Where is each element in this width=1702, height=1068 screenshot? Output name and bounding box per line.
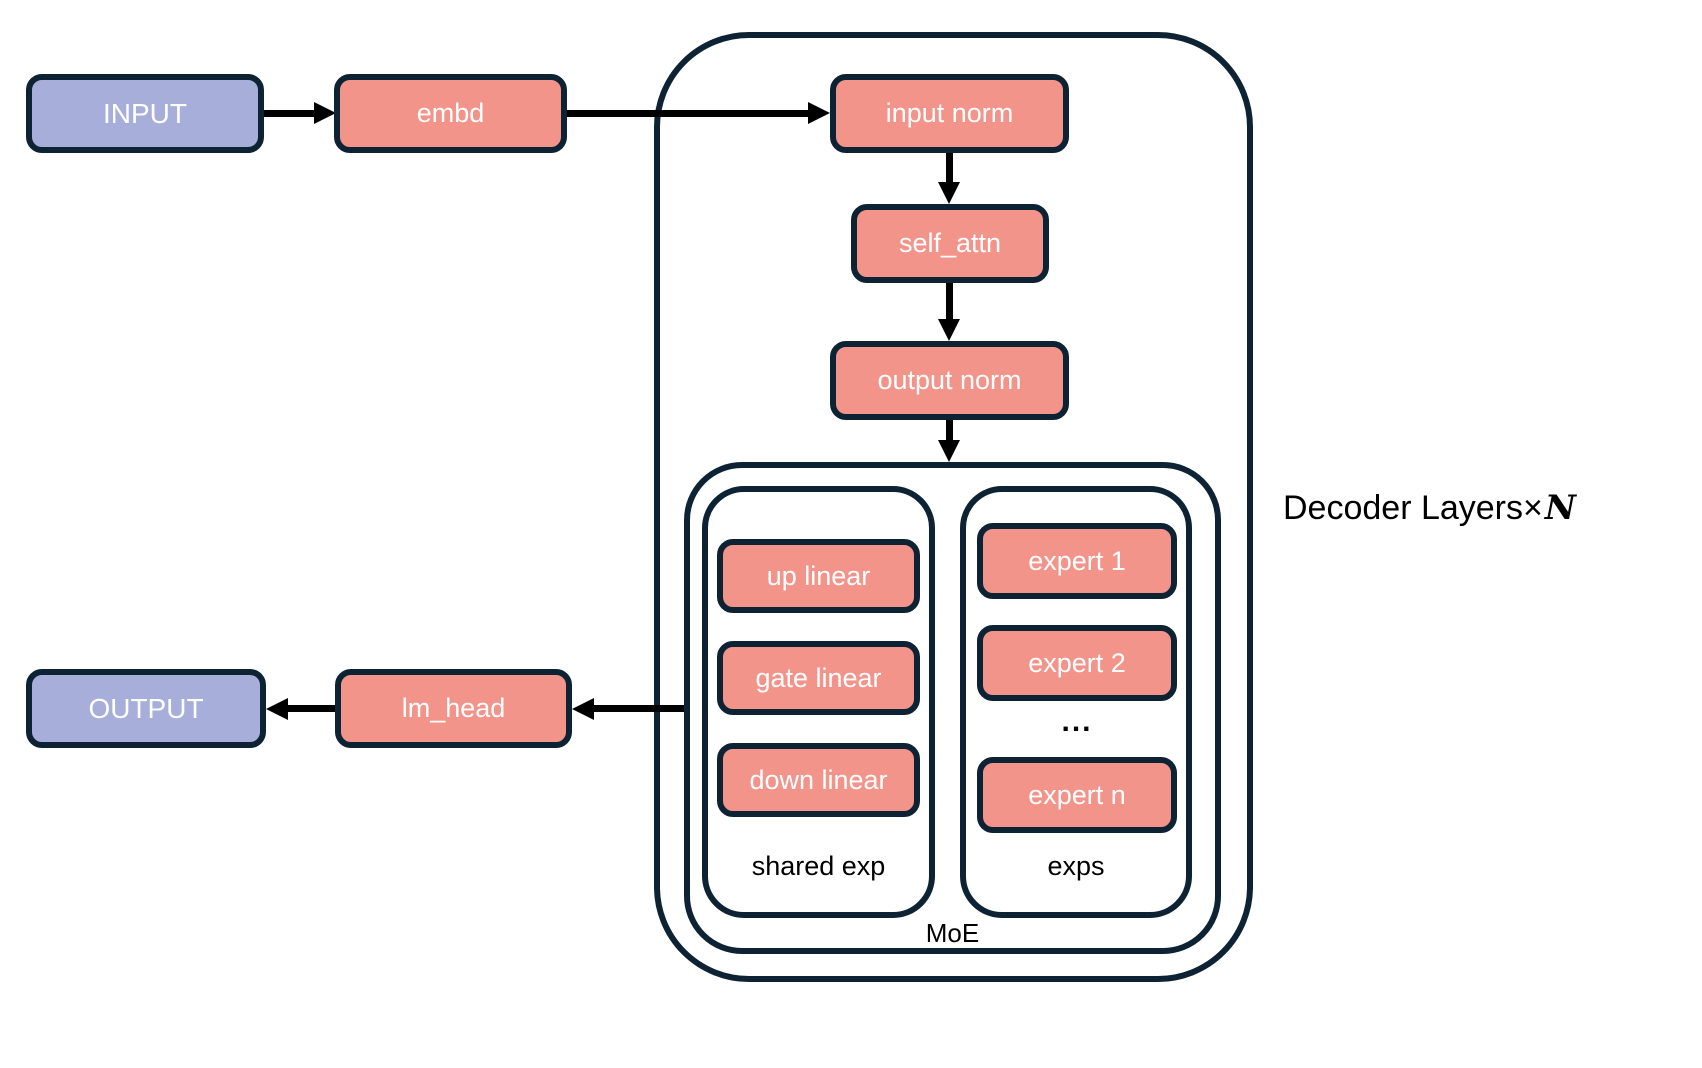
arrow-output-norm-to-moe-head [938, 440, 960, 462]
node-input-norm: input norm [830, 74, 1069, 153]
arrow-lm-head-to-output-head [266, 698, 288, 720]
node-input: INPUT [26, 74, 264, 153]
shared-exp-container [702, 486, 935, 918]
node-expert-2: expert 2 [977, 625, 1177, 701]
node-embd: embd [334, 74, 567, 153]
experts-ellipsis: ... [1061, 705, 1093, 738]
label-shared-exp: shared exp [751, 851, 886, 881]
node-output: OUTPUT [26, 669, 266, 748]
label-moe: MoE [925, 918, 980, 948]
decoder-layers-container [654, 32, 1253, 982]
node-expert-1: expert 1 [977, 523, 1177, 599]
label-decoder-layers-n: N [1544, 488, 1576, 528]
arrow-input-norm-to-self-attn-head [938, 182, 960, 204]
node-self-attn: self_attn [851, 204, 1049, 283]
exps-container [960, 486, 1192, 918]
arrow-moe-to-lm-head-line [594, 705, 684, 712]
node-output-norm: output norm [830, 341, 1069, 420]
label-decoder-layers: Decoder Layers×N [1283, 486, 1576, 530]
node-gate-linear: gate linear [717, 641, 920, 715]
arrow-input-norm-to-self-attn-line [946, 153, 953, 182]
node-down-linear: down linear [717, 743, 920, 817]
node-expert-n: expert n [977, 757, 1177, 833]
arrow-embd-to-input-norm-line [567, 110, 808, 117]
label-exps: exps [1047, 851, 1105, 881]
arrow-embd-to-input-norm-head [808, 102, 830, 124]
arrow-input-to-embd-line [264, 110, 314, 117]
label-decoder-layers-prefix: Decoder Layers× [1283, 489, 1543, 527]
arrow-moe-to-lm-head-head [572, 698, 594, 720]
arrow-self-attn-to-output-norm-line [946, 283, 953, 319]
arrow-lm-head-to-output-line [288, 705, 335, 712]
arrow-output-norm-to-moe-line [946, 420, 953, 440]
arrow-input-to-embd-head [314, 102, 336, 124]
node-lm-head: lm_head [335, 669, 572, 748]
node-up-linear: up linear [717, 539, 920, 613]
moe-container [684, 462, 1221, 954]
arrow-self-attn-to-output-norm-head [938, 319, 960, 341]
